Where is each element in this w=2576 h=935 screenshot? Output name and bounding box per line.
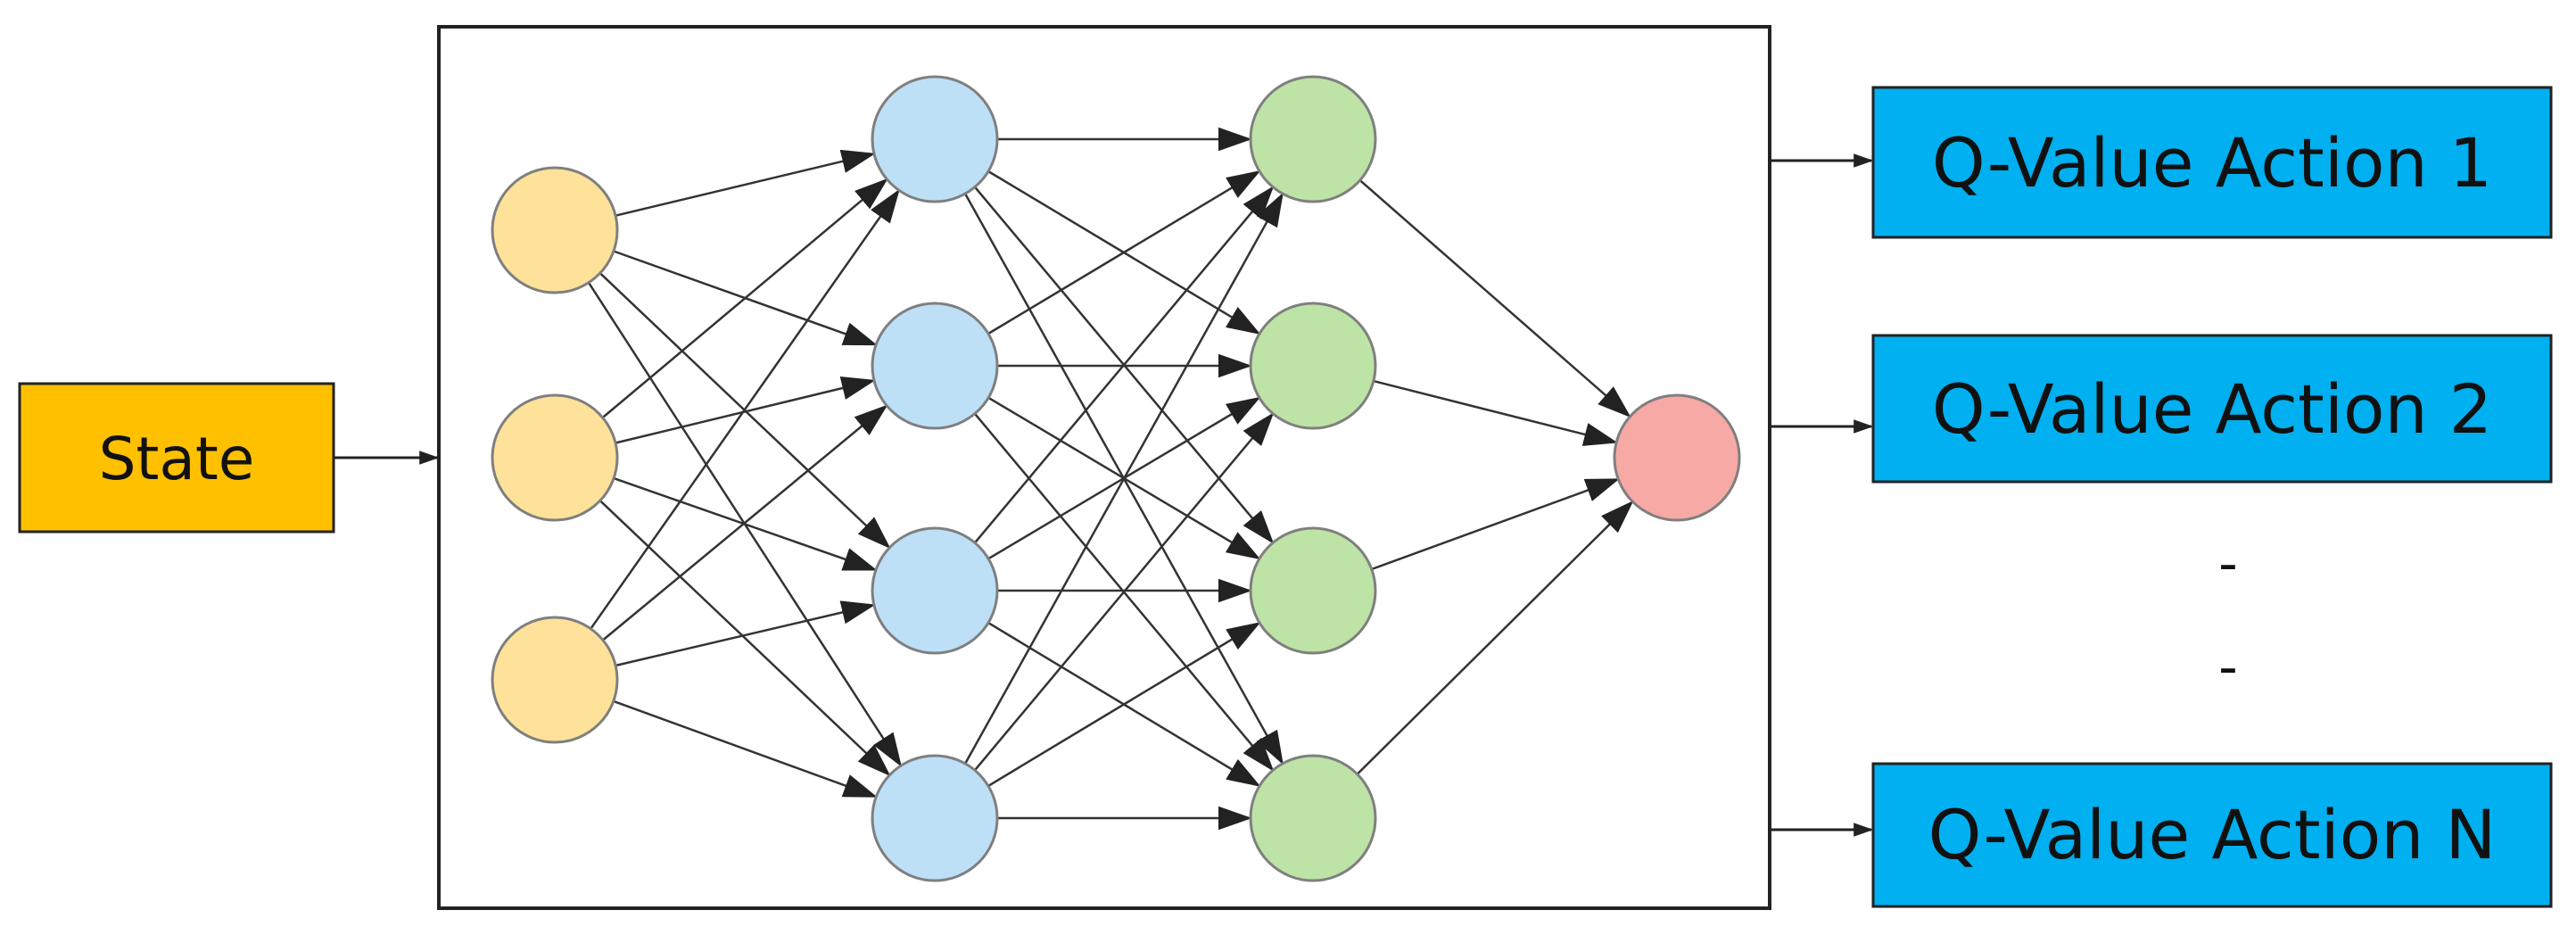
- connection-l2-4-to-l3-3: [987, 622, 1261, 787]
- input-node-1: [491, 166, 619, 294]
- state-box: [18, 382, 335, 534]
- output-box: [1871, 334, 2553, 484]
- network-frame: [437, 25, 1771, 910]
- connection-l3-1-to-l4-1: [1358, 179, 1631, 418]
- network-nodes: [491, 75, 1741, 882]
- connection-l2-4-to-l3-1: [964, 192, 1284, 765]
- output-action-n: Q-Value Action N: [1871, 762, 2553, 908]
- connection-l1-3-to-l2-1: [590, 188, 900, 630]
- connection-l1-1-to-l2-1: [615, 149, 876, 217]
- connection-l1-2-to-l2-1: [601, 178, 888, 418]
- output-label: Q-Value Action 1: [1932, 123, 2492, 203]
- connection-l2-4-to-l3-2: [973, 412, 1275, 772]
- output-node-1: [1613, 393, 1741, 522]
- hidden2-node-2: [1249, 302, 1377, 430]
- output-action-1: Q-Value Action 1: [1871, 86, 2553, 239]
- connection-l3-3-to-l4-1: [1371, 478, 1620, 571]
- output-box: [1871, 86, 2553, 239]
- connection-l3-2-to-l4-1: [1373, 379, 1618, 446]
- hidden1-node-2: [871, 302, 999, 430]
- hidden1-node-4: [871, 754, 999, 882]
- output-box: [1871, 762, 2553, 908]
- output-action-2: Q-Value Action 2: [1871, 334, 2553, 484]
- hidden2-node-3: [1249, 526, 1377, 655]
- connection-l1-3-to-l2-3: [615, 600, 876, 667]
- input-node-3: [491, 616, 619, 744]
- connection-l3-4-to-l4-1: [1356, 501, 1634, 775]
- connection-l2-2-to-l3-1: [987, 170, 1261, 335]
- connection-l1-3-to-l2-2: [602, 404, 888, 641]
- output-label: Q-Value Action N: [1928, 795, 2497, 874]
- hidden2-node-4: [1249, 754, 1377, 882]
- output-label: Q-Value Action 2: [1932, 369, 2492, 449]
- ellipsis-dash: -: [2218, 533, 2238, 595]
- ellipsis-dash: -: [2218, 636, 2238, 699]
- connection-l1-2-to-l2-4: [599, 500, 891, 777]
- hidden2-node-1: [1249, 75, 1377, 203]
- state-input: State: [18, 382, 335, 534]
- hidden1-node-3: [871, 526, 999, 655]
- connection-l1-3-to-l2-4: [613, 699, 878, 798]
- network-connections: [587, 127, 1634, 831]
- state-label: State: [99, 425, 255, 493]
- connection-l2-3-to-l3-1: [974, 186, 1275, 544]
- hidden1-node-1: [871, 75, 999, 203]
- input-node-2: [491, 393, 619, 522]
